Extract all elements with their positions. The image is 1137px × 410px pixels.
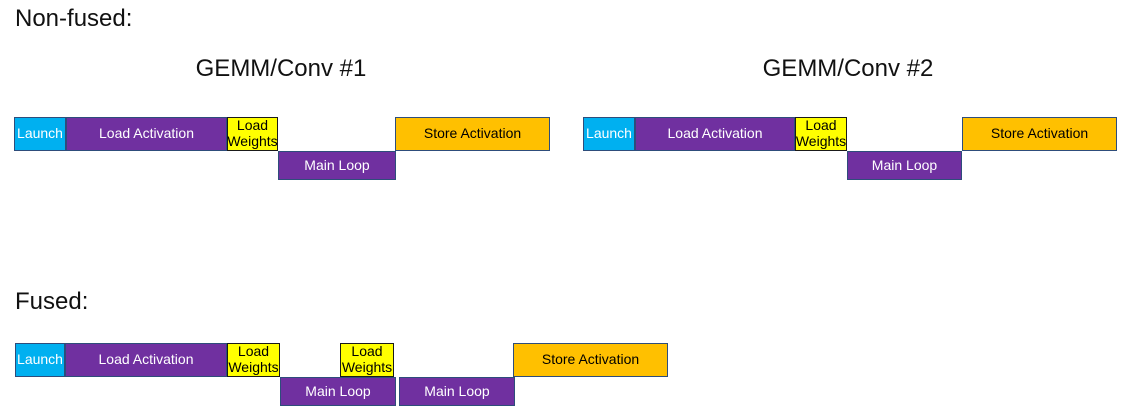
timeline-box-main-loop: Main Loop [280,377,396,406]
timeline-box-label: Main Loop [424,382,490,399]
section-label-fused: Fused: [15,288,89,315]
timeline-box-label: Main Loop [304,156,370,173]
timeline-box-label: Load Activation [99,125,194,142]
timeline-box-load-weights: Load Weights [227,117,278,151]
timeline-box-load-weights: Load Weights [227,343,280,377]
timeline-box-label: Load Weights [795,117,847,149]
timeline-box-main-loop: Main Loop [399,377,515,406]
timeline-box-launch: Launch [14,117,66,151]
timeline-box-label: Launch [17,125,63,142]
timeline-box-store-activation: Store Activation [513,343,668,377]
timeline-box-load-weights: Load Weights [795,117,847,151]
group-title-gemm-conv-2: GEMM/Conv #2 [762,55,934,82]
timeline-box-launch: Launch [15,343,65,377]
timeline-box-label: Load Weights [228,343,279,375]
timeline-box-label: Main Loop [871,156,938,173]
timeline-box-label: Store Activation [423,125,522,142]
timeline-box-label: Load Activation [98,351,194,368]
timeline-box-store-activation: Store Activation [395,117,550,151]
timeline-box-main-loop: Main Loop [847,151,962,180]
timeline-box-load-activation: Load Activation [65,343,227,377]
section-label-non-fused: Non-fused: [15,5,133,32]
timeline-box-label: Launch [17,351,63,368]
timeline-box-load-weights: Load Weights [340,343,394,377]
timeline-box-load-activation: Load Activation [635,117,795,151]
timeline-box-load-activation: Load Activation [66,117,227,151]
timeline-box-label: Load Weights [341,343,393,375]
timeline-box-label: Launch [586,125,632,142]
timeline-box-store-activation: Store Activation [962,117,1117,151]
group-title-gemm-conv-1: GEMM/Conv #1 [195,55,367,82]
timeline-box-label: Main Loop [305,382,371,399]
timeline-box-label: Store Activation [541,351,640,368]
timeline-box-main-loop: Main Loop [278,151,396,180]
timeline-box-launch: Launch [583,117,635,151]
timeline-box-label: Store Activation [990,125,1089,142]
timeline-box-label: Load Weights [227,117,278,149]
timeline-box-label: Load Activation [667,125,763,142]
